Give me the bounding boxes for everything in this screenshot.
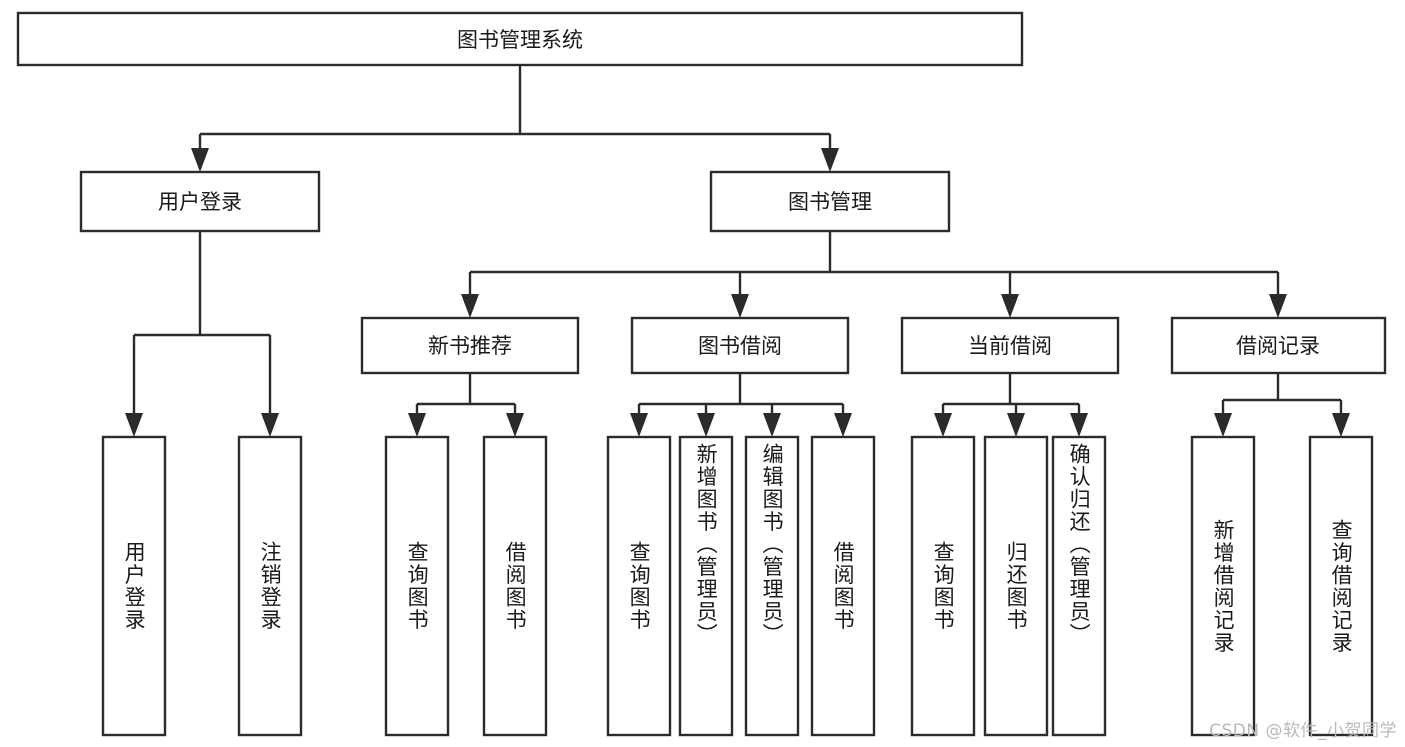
nodes-group: 图书管理系统 用户登录 图书管理 新书推荐 图书借阅 当前借阅 借阅记录 xyxy=(16,11,1387,737)
arrow-to-leaf-query-book-2 xyxy=(630,413,648,437)
arrow-to-book-borrow xyxy=(731,294,749,318)
arrow-to-leaf-add-book xyxy=(697,413,715,437)
arrowheads-group xyxy=(125,148,1350,437)
node-box-leaf-add-book[interactable] xyxy=(678,435,734,737)
arrow-to-new-book-rec xyxy=(461,294,479,318)
node-label-new-book-rec: 新书推荐 xyxy=(428,334,512,358)
arrow-to-current-borrow xyxy=(1001,294,1019,318)
node-box-leaf-user-login[interactable] xyxy=(101,435,167,737)
node-box-current-borrow[interactable] xyxy=(900,316,1120,375)
node-box-book-manage[interactable] xyxy=(709,170,951,233)
arrow-to-leaf-query-book-1 xyxy=(408,413,426,437)
node-label-user-login: 用户登录 xyxy=(158,190,242,214)
arrow-to-leaf-return-book xyxy=(1007,413,1025,437)
arrow-to-leaf-query-record xyxy=(1332,413,1350,437)
arrow-to-borrow-record xyxy=(1269,294,1287,318)
node-box-borrow-record[interactable] xyxy=(1170,316,1387,375)
node-box-book-borrow[interactable] xyxy=(630,316,850,375)
arrow-to-leaf-add-record xyxy=(1214,413,1232,437)
node-label-book-manage: 图书管理 xyxy=(788,190,872,214)
node-box-leaf-query-book-1[interactable] xyxy=(384,435,450,737)
node-box-leaf-logout[interactable] xyxy=(237,435,303,737)
node-box-leaf-return-book[interactable] xyxy=(983,435,1049,737)
node-label-borrow-record: 借阅记录 xyxy=(1236,334,1320,358)
node-box-new-book-rec[interactable] xyxy=(360,316,580,375)
node-box-leaf-borrow-book-1[interactable] xyxy=(482,435,548,737)
node-box-leaf-confirm-return[interactable] xyxy=(1051,435,1107,737)
arrow-to-leaf-borrow-book-2 xyxy=(834,413,852,437)
node-label-root: 图书管理系统 xyxy=(457,28,583,52)
arrow-to-user-login xyxy=(191,148,209,172)
node-box-user-login[interactable] xyxy=(79,170,321,233)
node-box-leaf-query-book-2[interactable] xyxy=(606,435,672,737)
arrow-to-leaf-confirm-return xyxy=(1070,413,1088,437)
node-box-leaf-borrow-book-2[interactable] xyxy=(810,435,876,737)
node-box-leaf-query-book-3[interactable] xyxy=(910,435,976,737)
node-label-current-borrow: 当前借阅 xyxy=(968,334,1052,358)
arrow-to-leaf-query-book-3 xyxy=(934,413,952,437)
node-box-leaf-edit-book[interactable] xyxy=(744,435,800,737)
arrow-to-leaf-borrow-book-1 xyxy=(506,413,524,437)
arrow-to-leaf-user-login xyxy=(125,413,143,437)
arrow-to-book-manage xyxy=(821,148,839,172)
node-box-leaf-query-record[interactable] xyxy=(1308,435,1374,737)
node-box-leaf-add-record[interactable] xyxy=(1190,435,1256,737)
node-box-root[interactable] xyxy=(16,11,1024,67)
csdn-watermark: CSDN @软件_小贺同学 xyxy=(1209,721,1397,741)
node-label-book-borrow: 图书借阅 xyxy=(698,334,782,358)
arrow-to-leaf-logout xyxy=(261,413,279,437)
arrow-to-leaf-edit-book xyxy=(763,413,781,437)
